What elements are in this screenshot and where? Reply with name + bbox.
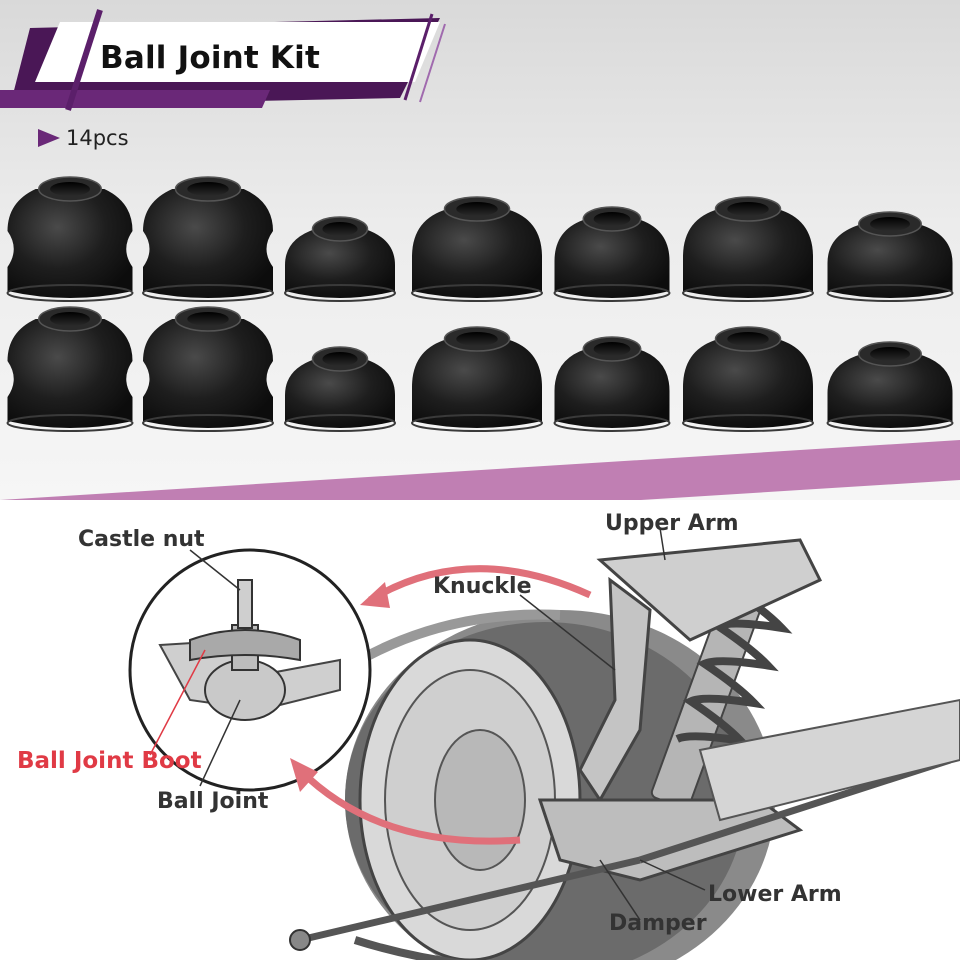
boot-row-2 <box>6 306 954 432</box>
rubber-boot <box>682 196 814 302</box>
piece-count: 14pcs <box>66 126 129 150</box>
rubber-boot <box>284 346 396 432</box>
banner-stripe-2 <box>403 13 434 101</box>
triangle-arrow-icon <box>38 129 60 147</box>
arrowhead-bottom <box>290 758 318 792</box>
label-ball-joint: Ball Joint <box>157 789 269 814</box>
upper-arm <box>596 538 823 642</box>
castle-nut-part <box>237 579 253 629</box>
arrow-to-inset-bottom <box>297 767 521 845</box>
inset-detail <box>128 548 372 792</box>
rubber-boot <box>553 206 671 302</box>
rubber-boot <box>411 196 543 302</box>
banner-stripe-3 <box>419 23 446 103</box>
page-title: Ball Joint Kit <box>100 40 320 76</box>
drive-shaft <box>289 756 952 951</box>
label-damper: Damper <box>609 911 707 936</box>
rubber-boot <box>411 326 543 432</box>
suspension-diagram <box>0 500 960 960</box>
arrowhead-top <box>360 582 390 608</box>
rubber-boot <box>142 306 274 432</box>
rubber-boot <box>6 176 134 302</box>
label-castle-nut: Castle nut <box>78 527 205 552</box>
label-ball-joint-boot: Ball Joint Boot <box>17 748 202 774</box>
label-knuckle: Knuckle <box>433 574 532 599</box>
rubber-boot <box>826 211 954 302</box>
title-banner <box>0 9 446 111</box>
rubber-boot <box>682 326 814 432</box>
arrow-to-inset-top <box>368 565 592 604</box>
rubber-boot <box>553 336 671 432</box>
banner-stripe-1 <box>65 9 103 111</box>
chassis-rail <box>698 698 960 822</box>
rubber-boot <box>826 341 954 432</box>
label-upper-arm: Upper Arm <box>605 511 739 536</box>
boots-grid <box>6 176 954 432</box>
rubber-boot <box>284 216 396 302</box>
banner-plate <box>35 22 440 82</box>
rubber-boot <box>142 176 274 302</box>
count-row: 14pcs <box>38 126 129 150</box>
ball-joint-boot-part <box>189 629 301 662</box>
boot-row-1 <box>6 176 954 302</box>
label-lower-arm: Lower Arm <box>708 882 842 907</box>
rubber-boot <box>6 306 134 432</box>
banner-bar <box>0 90 270 108</box>
